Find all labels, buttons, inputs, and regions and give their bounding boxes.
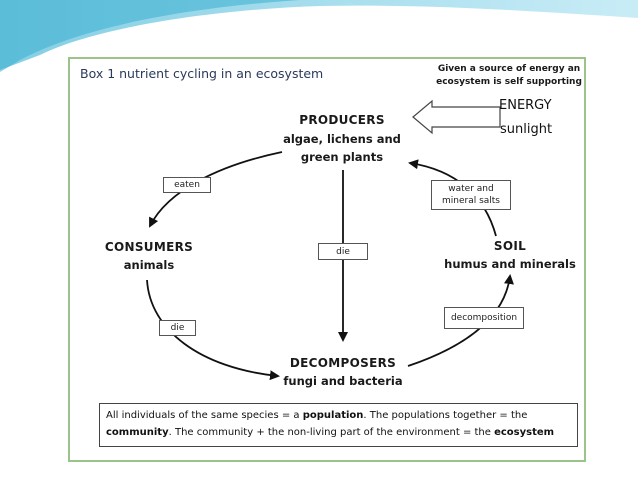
consumers-sub: animals [123, 258, 175, 272]
producers-label: PRODUCERS [299, 113, 385, 127]
water-line1: water and [448, 184, 494, 194]
node-soil: SOIL humus and minerals [440, 239, 580, 271]
water-line2: mineral salts [441, 196, 500, 206]
soil-sub: humus and minerals [444, 257, 576, 271]
edge-label-die-center: die [318, 243, 368, 260]
edge-label-decomposition: decomposition [444, 307, 524, 329]
node-producers: PRODUCERS algae, lichens and green plant… [262, 113, 422, 164]
edge-label-die-left: die [159, 320, 196, 336]
edge-label-eaten: eaten [163, 177, 211, 193]
footer-ecosystem: ecosystem [494, 427, 555, 438]
decomposers-label: DECOMPOSERS [289, 356, 397, 370]
node-decomposers: DECOMPOSERS fungi and bacteria [268, 356, 418, 388]
footer-population: population [302, 410, 364, 421]
consumers-label: CONSUMERS [104, 240, 194, 254]
energy-note: Given a source of energy an ecosystem is… [430, 63, 588, 89]
decomposers-sub: fungi and bacteria [283, 374, 403, 388]
figure-title: Box 1 nutrient cycling in an ecosystem [80, 66, 324, 81]
footer-text-2: . The populations together = the [363, 410, 528, 421]
energy-note-line2: ecosystem is self supporting [436, 77, 582, 87]
energy-note-line1: Given a source of energy an [437, 64, 581, 74]
footer-text-3: . The community + the non-living part of… [168, 427, 495, 438]
soil-label: SOIL [493, 239, 527, 253]
edge-label-water-minerals: water and mineral salts [431, 180, 511, 210]
definition-box: All individuals of the same species = a … [99, 403, 578, 447]
producers-line2: green plants [300, 150, 384, 164]
energy-label: ENERGY [499, 98, 552, 113]
energy-source: sunlight [500, 122, 553, 137]
node-consumers: CONSUMERS animals [98, 240, 200, 272]
producers-line1: algae, lichens and [283, 132, 401, 146]
footer-community: community [106, 427, 169, 438]
footer-text-1: All individuals of the same species = a [106, 410, 303, 421]
